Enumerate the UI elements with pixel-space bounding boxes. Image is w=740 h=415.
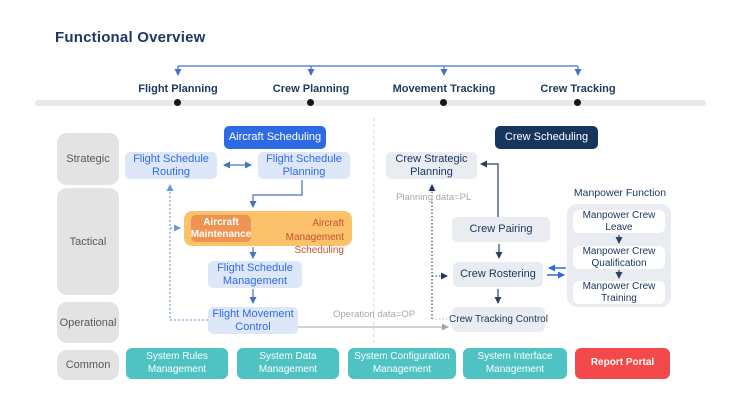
node-manpower-crew-training: Manpower Crew Training [573, 281, 665, 304]
node-flight-schedule-planning: Flight Schedule Planning [258, 152, 350, 179]
timeline-dot [574, 99, 581, 106]
node-crew-pairing: Crew Pairing [452, 217, 550, 242]
node-manpower-crew-leave: Manpower Crew Leave [573, 210, 665, 233]
lane-strategic: Strategic [57, 133, 119, 185]
node-crew-rostering: Crew Rostering [453, 262, 543, 287]
timeline-dot [174, 99, 181, 106]
group-aircraft-scheduling: Aircraft Scheduling [224, 126, 326, 149]
aircraft-maintenance-group: Aircraft Maintenance Aircraft Management… [184, 211, 352, 256]
group-crew-scheduling: Crew Scheduling [495, 126, 598, 149]
node-flight-movement-control: Flight Movement Control [208, 307, 298, 334]
phase-label-crew-planning: Crew Planning [272, 83, 350, 95]
node-manpower-crew-qualification: Manpower Crew Qualification [573, 246, 665, 269]
node-aircraft-management-scheduling: Aircraft Management Scheduling [285, 218, 344, 256]
common-system-rules-management: System Rules Management [126, 348, 228, 379]
node-crew-tracking-control: Crew Tracking Control [449, 307, 548, 332]
common-system-data-management: System Data Management [237, 348, 339, 379]
group-manpower-function: Manpower Function [573, 187, 667, 199]
timeline-bar [35, 100, 706, 106]
page-title: Functional Overview [55, 29, 206, 46]
annotation-operation-data: Operation data=OP [333, 309, 416, 320]
phase-label-movement-tracking: Movement Tracking [392, 83, 496, 95]
node-flight-schedule-routing: Flight Schedule Routing [125, 152, 217, 179]
common-system-interface-management: System Interface Management [463, 348, 567, 379]
annotation-planning-data: Planning data=PL [396, 192, 472, 203]
node-aircraft-maintenance: Aircraft Maintenance [191, 215, 251, 242]
lane-common: Common [57, 350, 119, 380]
lane-operational: Operational [57, 302, 119, 343]
node-crew-strategic-planning: Crew Strategic Planning [386, 152, 477, 179]
timeline-dot [440, 99, 447, 106]
timeline-dot [307, 99, 314, 106]
lane-tactical: Tactical [57, 188, 119, 295]
report-portal-button: Report Portal [575, 348, 670, 379]
node-flight-schedule-management: Flight Schedule Management [208, 261, 302, 288]
common-system-configuration-management: System Configuration Management [348, 348, 456, 379]
phase-label-crew-tracking: Crew Tracking [540, 83, 616, 95]
phase-label-flight-planning: Flight Planning [138, 83, 218, 95]
